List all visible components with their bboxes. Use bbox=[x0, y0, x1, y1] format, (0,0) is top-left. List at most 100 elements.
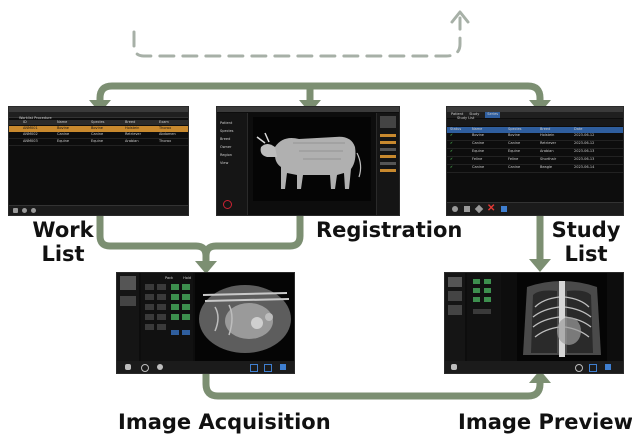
option-row[interactable] bbox=[380, 141, 396, 144]
registration-titlebar: Registration bbox=[217, 107, 399, 120]
table-row[interactable]: ANM002 Canine Canine Retriever Abdomen bbox=[9, 132, 188, 139]
chest-xray-viewer[interactable] bbox=[517, 273, 607, 361]
sidebar-item-region[interactable]: Region bbox=[220, 153, 232, 157]
tools-icon[interactable] bbox=[464, 206, 470, 212]
study-list-screen: Study List Patient Study Series Status N… bbox=[446, 106, 624, 216]
home-icon[interactable] bbox=[13, 208, 18, 213]
acquisition-to-preview-arrow-head bbox=[529, 370, 551, 383]
sidebar-item-species[interactable]: Species bbox=[220, 129, 234, 133]
registration-sidebar: Patient Species Breed Owner Region View bbox=[217, 113, 248, 215]
study-list-header-row: Status Name Species Breed Date bbox=[447, 127, 623, 133]
option-row[interactable] bbox=[380, 148, 396, 151]
return-arrow-head bbox=[450, 10, 470, 24]
zoom-icon[interactable] bbox=[575, 364, 583, 372]
registration-right-panel bbox=[376, 113, 399, 215]
work-list-col-breed: Breed bbox=[125, 120, 136, 124]
check-icon: ✔ bbox=[450, 133, 453, 137]
settings-icon[interactable] bbox=[22, 208, 27, 213]
anatomy-viewer[interactable] bbox=[253, 117, 371, 201]
table-row[interactable]: ANM003 Equine Equine Arabian Thorax bbox=[9, 139, 188, 146]
table-row[interactable]: ✔ Feline Feline Shorthair 2023-06-13 bbox=[447, 157, 623, 165]
study-list-footer: ✕ bbox=[447, 202, 623, 215]
work-list-col-name: Name bbox=[57, 120, 68, 124]
hand-icon[interactable] bbox=[125, 364, 131, 370]
menu-pack[interactable]: Pack bbox=[165, 276, 174, 280]
acquisition-footer bbox=[117, 361, 294, 373]
export-icon[interactable] bbox=[501, 206, 507, 212]
label-image-preview: Image Preview bbox=[458, 410, 632, 434]
label-study-list: Study List bbox=[551, 218, 621, 266]
sidebar-item-view[interactable]: View bbox=[220, 161, 229, 165]
option-row[interactable] bbox=[380, 162, 396, 165]
work-list-screen: Worklist Procedure ID Name Species Breed… bbox=[8, 106, 189, 216]
tab-series[interactable]: Series bbox=[485, 112, 501, 118]
preview-control-panel bbox=[467, 273, 501, 361]
option-row[interactable] bbox=[380, 155, 396, 158]
acquisition-thumbnail-panel bbox=[117, 273, 139, 373]
menu-hold[interactable]: Hold bbox=[183, 276, 192, 280]
layout-icon[interactable] bbox=[264, 364, 272, 372]
stop-icon[interactable] bbox=[223, 200, 232, 209]
thumbnail[interactable] bbox=[448, 291, 462, 301]
refresh-icon[interactable] bbox=[31, 208, 36, 213]
work-list-col-id: ID bbox=[23, 120, 27, 124]
merge-arrows bbox=[96, 211, 304, 268]
check-icon: ✔ bbox=[450, 141, 453, 145]
study-col-status: Status bbox=[450, 127, 462, 131]
hand-icon[interactable] bbox=[451, 364, 457, 370]
chest-xray-image bbox=[523, 281, 601, 357]
capture-icon[interactable] bbox=[280, 364, 286, 370]
settings-icon[interactable] bbox=[452, 206, 458, 212]
registration-screen: Registration Patient Species Breed Owner… bbox=[216, 106, 400, 216]
option-row[interactable] bbox=[380, 134, 396, 137]
label-work-list: Work List bbox=[32, 218, 94, 266]
table-row[interactable]: ✔ Bovine Bovine Holstein 2023-06-12 bbox=[447, 133, 623, 141]
acquisition-to-preview-arrow bbox=[202, 368, 544, 400]
delete-icon[interactable]: ✕ bbox=[487, 203, 496, 214]
work-list-col-species: Species bbox=[91, 120, 105, 124]
preview-buttons bbox=[473, 279, 491, 314]
abdomen-xray-viewer[interactable] bbox=[195, 273, 294, 361]
table-row[interactable]: ✔ Canine Canine Beagle 2023-06-14 bbox=[447, 165, 623, 173]
study-col-date: Date bbox=[574, 127, 583, 131]
acquisition-menu: Pack Hold bbox=[141, 273, 193, 280]
tab-study[interactable]: Study bbox=[469, 112, 480, 116]
study-col-name: Name bbox=[472, 127, 483, 131]
thumbnail[interactable] bbox=[380, 116, 396, 128]
check-icon: ✔ bbox=[450, 165, 453, 169]
study-to-preview-arrow-head bbox=[529, 259, 551, 272]
sidebar-item-patient[interactable]: Patient bbox=[220, 121, 233, 125]
work-list-header-row: ID Name Species Breed Exam bbox=[9, 120, 188, 125]
edit-icon[interactable] bbox=[474, 204, 484, 214]
cow-anatomy-image bbox=[256, 132, 362, 189]
thumbnail[interactable] bbox=[120, 296, 136, 306]
thumbnail[interactable] bbox=[120, 276, 136, 290]
check-icon: ✔ bbox=[450, 149, 453, 153]
layout-icon[interactable] bbox=[589, 364, 597, 372]
thumbnail[interactable] bbox=[448, 277, 462, 287]
sidebar-item-breed[interactable]: Breed bbox=[220, 137, 231, 141]
preview-footer bbox=[445, 361, 623, 373]
work-list-footer bbox=[9, 205, 188, 215]
label-image-acquisition: Image Acquisition bbox=[118, 410, 331, 434]
rotate-icon[interactable] bbox=[141, 364, 149, 372]
view-mode-icon[interactable] bbox=[250, 364, 258, 372]
table-row[interactable]: ✔ Equine Equine Arabian 2023-06-13 bbox=[447, 149, 623, 157]
image-preview-screen bbox=[444, 272, 624, 374]
thumbnail[interactable] bbox=[448, 305, 462, 315]
study-list-title: Study List bbox=[457, 116, 475, 120]
abdomen-xray-image bbox=[199, 285, 291, 353]
zoom-icon[interactable] bbox=[157, 364, 163, 370]
tab-patient[interactable]: Patient bbox=[451, 112, 464, 116]
table-row[interactable]: ✔ Canine Canine Retriever 2023-06-12 bbox=[447, 141, 623, 149]
print-icon[interactable] bbox=[605, 364, 611, 370]
option-row[interactable] bbox=[380, 169, 396, 172]
study-col-breed: Breed bbox=[540, 127, 551, 131]
study-list-filter-bar bbox=[447, 119, 623, 126]
work-list-titlebar: Worklist Procedure bbox=[9, 107, 188, 120]
return-arrow bbox=[132, 16, 462, 58]
sidebar-item-owner[interactable]: Owner bbox=[220, 145, 232, 149]
table-row[interactable]: ANM001 Bovine Bovine Holstein Thorax bbox=[9, 126, 188, 132]
